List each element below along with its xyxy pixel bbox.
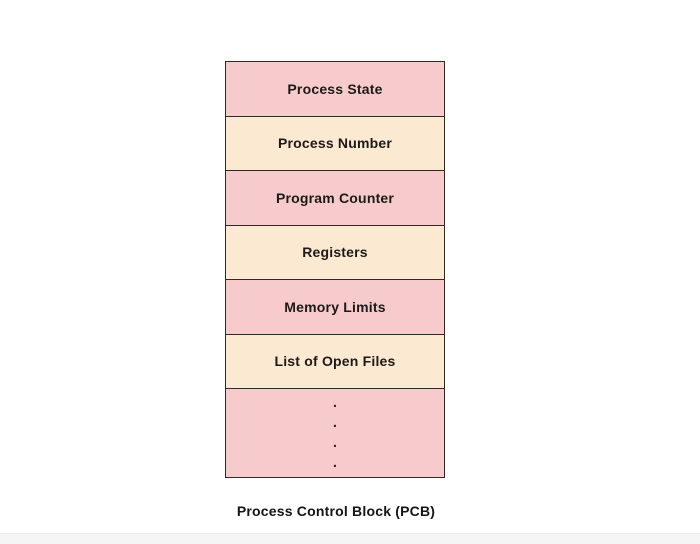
pcb-row-program-counter: Program Counter [226, 171, 444, 226]
pcb-row-process-state: Process State [226, 62, 444, 117]
bottom-strip [0, 533, 700, 544]
pcb-row-list-of-open-files: List of Open Files [226, 334, 444, 389]
ellipsis-dot: . [332, 454, 338, 471]
ellipsis-dot: . [332, 434, 338, 451]
diagram-caption: Process Control Block (PCB) [236, 503, 436, 519]
ellipsis-dot: . [332, 414, 338, 431]
pcb-row-memory-limits: Memory Limits [226, 280, 444, 335]
pcb-row-ellipsis: . . . . [226, 389, 444, 477]
pcb-row-registers: Registers [226, 225, 444, 280]
ellipsis-dot: . [332, 394, 338, 411]
pcb-row-process-number: Process Number [226, 116, 444, 171]
pcb-table: Process State Process Number Program Cou… [225, 61, 445, 478]
